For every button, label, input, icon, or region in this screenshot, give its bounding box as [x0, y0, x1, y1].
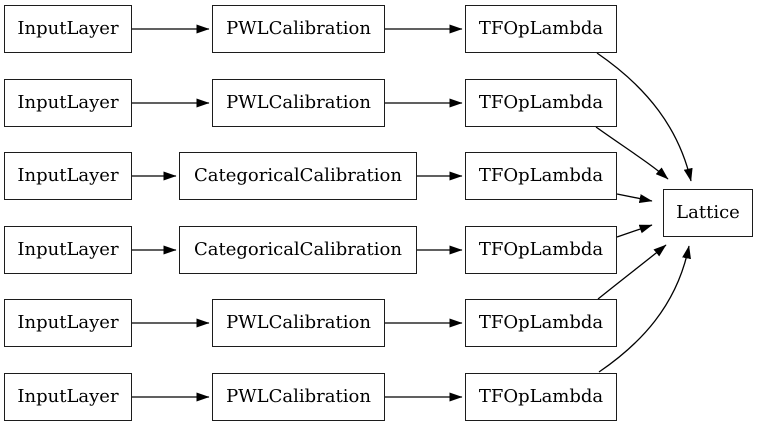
edge-tfop-6-to-lattice	[598, 245, 691, 373]
edge-tfop-2-to-lattice	[595, 126, 669, 180]
node-input-4: InputLayer	[4, 226, 132, 274]
edge-tfop-5-to-lattice	[597, 244, 667, 300]
node-tfop-2: TFOpLambda	[465, 79, 617, 127]
edge-tfop-1-to-lattice	[596, 52, 693, 182]
node-input-3: InputLayer	[4, 152, 132, 200]
edge-tfop-3-to-lattice	[616, 193, 653, 203]
node-pwl-6: PWLCalibration	[212, 373, 385, 421]
node-tfop-4: TFOpLambda	[465, 226, 617, 274]
node-input-1: InputLayer	[4, 5, 132, 53]
edge-tfop-4-to-lattice	[616, 224, 653, 238]
node-tfop-3: TFOpLambda	[465, 152, 617, 200]
node-lattice: Lattice	[663, 189, 753, 237]
node-pwl-2: PWLCalibration	[212, 79, 385, 127]
node-pwl-5: PWLCalibration	[212, 299, 385, 347]
node-pwl-1: PWLCalibration	[212, 5, 385, 53]
node-tfop-5: TFOpLambda	[465, 299, 617, 347]
node-tfop-1: TFOpLambda	[465, 5, 617, 53]
node-input-2: InputLayer	[4, 79, 132, 127]
edge-group	[132, 24, 693, 402]
node-cat-3: CategoricalCalibration	[179, 152, 417, 200]
node-tfop-6: TFOpLambda	[465, 373, 617, 421]
node-input-5: InputLayer	[4, 299, 132, 347]
node-cat-4: CategoricalCalibration	[179, 226, 417, 274]
node-input-6: InputLayer	[4, 373, 132, 421]
